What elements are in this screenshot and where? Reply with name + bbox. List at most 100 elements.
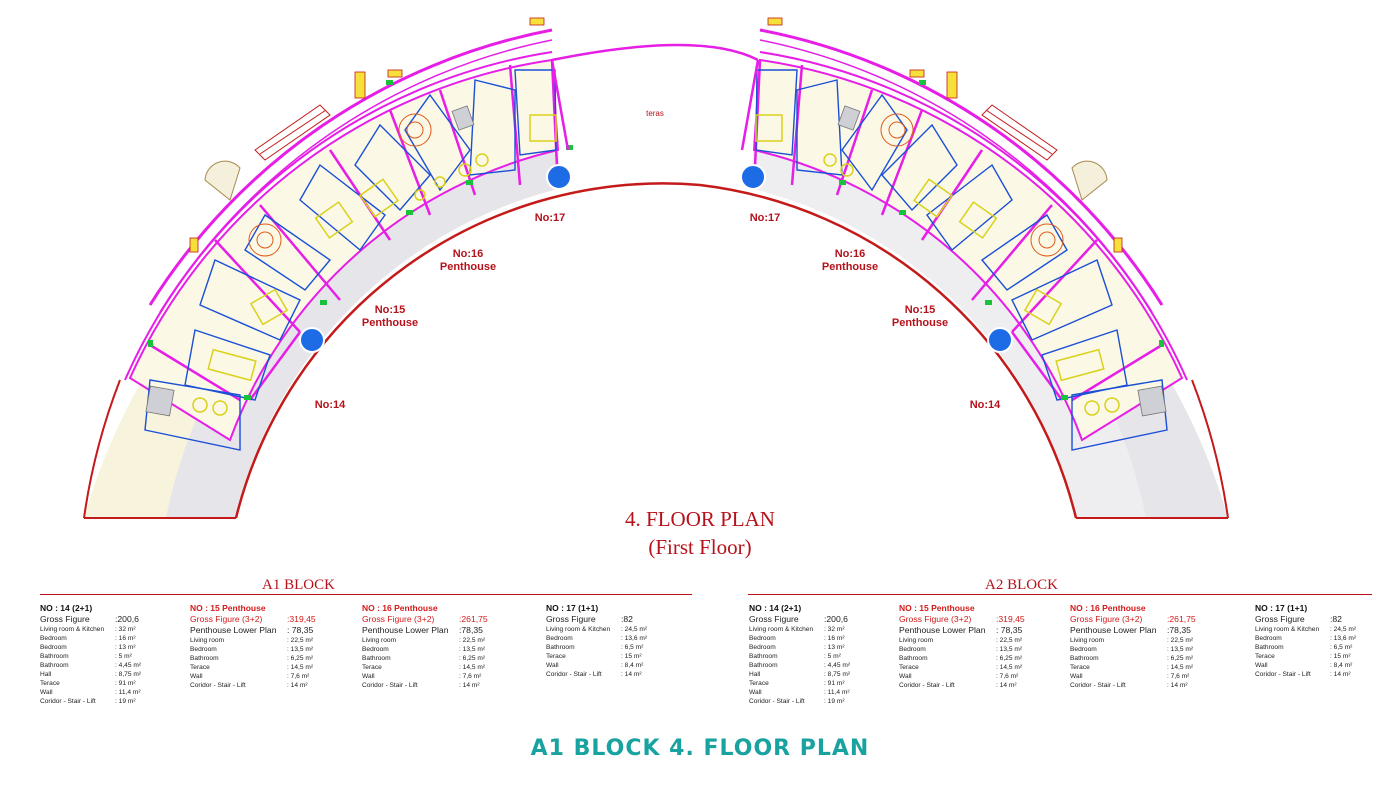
a1-block-heading: A1 BLOCK bbox=[262, 577, 335, 593]
area-row-label: Living room & Kitchen bbox=[1255, 626, 1320, 633]
area-row-value: : 91 m² bbox=[115, 680, 136, 687]
area-row: Bathroom: 6,25 m² bbox=[1070, 654, 1196, 663]
area-row: Bedroom: 13,6 m² bbox=[546, 634, 647, 643]
area-row-label: Penthouse Lower Plan bbox=[899, 625, 986, 635]
area-row-label: Gross Figure (3+2) bbox=[899, 614, 972, 624]
area-row-label: Bedroom bbox=[40, 644, 67, 651]
area-row-label: Living room & Kitchen bbox=[40, 626, 105, 633]
unit-heading: NO : 16 Penthouse bbox=[1070, 603, 1146, 613]
area-row-value: : 24,5 m² bbox=[1330, 626, 1357, 633]
area-row-value: : 91 m² bbox=[824, 680, 845, 687]
area-row: Living room & Kitchen: 32 m² bbox=[749, 625, 850, 634]
area-row-value: : 15 m² bbox=[1330, 653, 1351, 660]
area-row-label: Coridor - Stair - Lift bbox=[1255, 671, 1311, 678]
a1-block-rule bbox=[40, 594, 692, 595]
floor-plan-title: 4. FLOOR PLAN bbox=[625, 507, 775, 531]
area-row: Gross Figure (3+2):261,75 bbox=[362, 614, 488, 625]
area-row-label: Terace bbox=[1070, 664, 1090, 671]
right-no16-penthouse-label: Penthouse bbox=[822, 261, 878, 273]
area-row: Living room & Kitchen : 24,5 m² bbox=[1255, 625, 1356, 634]
area-row-value: : 13,5 m² bbox=[1167, 646, 1194, 653]
area-row-label: Bedroom bbox=[749, 635, 776, 642]
area-row: Gross Figure:200,6 bbox=[40, 614, 141, 625]
area-row-label: Terace bbox=[190, 664, 210, 671]
area-row-label: Gross Figure bbox=[546, 614, 596, 624]
area-row-value: : 14,5 m² bbox=[996, 664, 1023, 671]
area-row-value: : 22,5 m² bbox=[459, 637, 486, 644]
area-row: Bedroom: 13,5 m² bbox=[899, 645, 1025, 654]
area-row-value: :82 bbox=[621, 614, 633, 624]
area-row-label: Wall bbox=[749, 689, 762, 696]
area-row: Penthouse Lower Plan: 78,35 bbox=[190, 625, 316, 636]
area-row: Coridor - Stair - Lift: 14 m² bbox=[899, 681, 1025, 690]
area-row-value: : 14,5 m² bbox=[287, 664, 314, 671]
area-row-label: Bedroom bbox=[1255, 635, 1282, 642]
area-row: Coridor - Stair - Lift: 14 m² bbox=[1255, 670, 1356, 679]
area-row: Bathroom: 4,45 m² bbox=[40, 661, 141, 670]
area-row: Bathroom: 6,25 m² bbox=[362, 654, 488, 663]
area-row-value: : 6,5 m² bbox=[621, 644, 644, 651]
area-row-label: Living room bbox=[899, 637, 934, 644]
area-row-value: : 6,5 m² bbox=[1330, 644, 1353, 651]
area-row: Bathroom: 5 m² bbox=[40, 652, 141, 661]
area-row: Coridor - Stair - Lift: 14 m² bbox=[190, 681, 316, 690]
area-row-value: : 7,6 m² bbox=[459, 673, 482, 680]
left-no16-penthouse-label: Penthouse bbox=[440, 261, 496, 273]
area-row-value: : 13 m² bbox=[824, 644, 845, 651]
area-row: Wall: 8,4 m² bbox=[1255, 661, 1356, 670]
unit-heading: NO : 14 (2+1) bbox=[40, 603, 93, 613]
area-row-value: : 13,5 m² bbox=[996, 646, 1023, 653]
area-row-label: Wall bbox=[1070, 673, 1083, 680]
area-row: Bedroom: 13,6 m² bbox=[1255, 634, 1356, 643]
area-row: Bedroom: 16 m² bbox=[749, 634, 850, 643]
area-row-value: : 14 m² bbox=[459, 682, 480, 689]
area-row-value: : 7,6 m² bbox=[996, 673, 1019, 680]
floor-plan-drawing: teras No:17 No:16 Penthouse No:15 Pentho… bbox=[83, 17, 1229, 519]
area-row: Gross Figure :82 bbox=[546, 614, 647, 625]
page-footer-title: A1 BLOCK 4. FLOOR PLAN bbox=[530, 736, 870, 761]
area-row-label: Wall bbox=[190, 673, 203, 680]
area-row-value: : 14,5 m² bbox=[459, 664, 486, 671]
area-row-label: Wall bbox=[899, 673, 912, 680]
right-no14-label: No:14 bbox=[970, 399, 1001, 411]
a2-block-rule bbox=[748, 594, 1372, 595]
area-row-label: Terace bbox=[546, 653, 566, 660]
area-row-value: : 13,6 m² bbox=[621, 635, 648, 642]
area-row: Coridor - Stair - Lift: 19 m² bbox=[749, 697, 850, 706]
area-row-value: : 8,75 m² bbox=[115, 671, 142, 678]
area-row: Hall : 8,75 m² bbox=[40, 670, 141, 679]
area-row: Coridor - Stair - Lift: 14 m² bbox=[546, 670, 647, 679]
area-row-label: Coridor - Stair - Lift bbox=[40, 698, 96, 705]
area-row-value: : 6,25 m² bbox=[996, 655, 1023, 662]
area-row-label: Bedroom bbox=[749, 644, 776, 651]
unit-heading: NO : 17 (1+1) bbox=[1255, 603, 1308, 613]
left-no15-penthouse-label: Penthouse bbox=[362, 317, 418, 329]
area-row: Penthouse Lower Plan:78,35 bbox=[1070, 625, 1196, 636]
area-row-value: : 6,25 m² bbox=[287, 655, 314, 662]
area-row-value: : 8,4 m² bbox=[621, 662, 644, 669]
left-wing bbox=[83, 17, 701, 519]
left-no15-label: No:15 bbox=[375, 304, 406, 316]
left-no16-label: No:16 bbox=[453, 248, 484, 260]
area-row-label: Terace bbox=[362, 664, 382, 671]
area-row-value: : 6,25 m² bbox=[1167, 655, 1194, 662]
area-row-label: Hall bbox=[749, 671, 761, 678]
area-row: Living room & Kitchen: 32 m² bbox=[40, 625, 141, 634]
area-row: Living room: 22,5 m² bbox=[190, 636, 316, 645]
area-row-label: Bathroom bbox=[749, 653, 778, 660]
left-no14-label: No:14 bbox=[315, 399, 346, 411]
floor-plan-subtitle: (First Floor) bbox=[648, 535, 752, 559]
area-row-label: Living room bbox=[362, 637, 397, 644]
area-row-value: : 14 m² bbox=[621, 671, 642, 678]
area-row-value: : 32 m² bbox=[824, 626, 845, 633]
area-row-label: Penthouse Lower Plan bbox=[1070, 625, 1157, 635]
area-row-label: Hall bbox=[40, 671, 52, 678]
a2-block-heading: A2 BLOCK bbox=[985, 577, 1058, 593]
area-row-label: Coridor - Stair - Lift bbox=[899, 682, 955, 689]
right-no15-penthouse-label: Penthouse bbox=[892, 317, 948, 329]
area-row-label: Bathroom bbox=[40, 662, 69, 669]
area-row-value: : 4,45 m² bbox=[824, 662, 851, 669]
